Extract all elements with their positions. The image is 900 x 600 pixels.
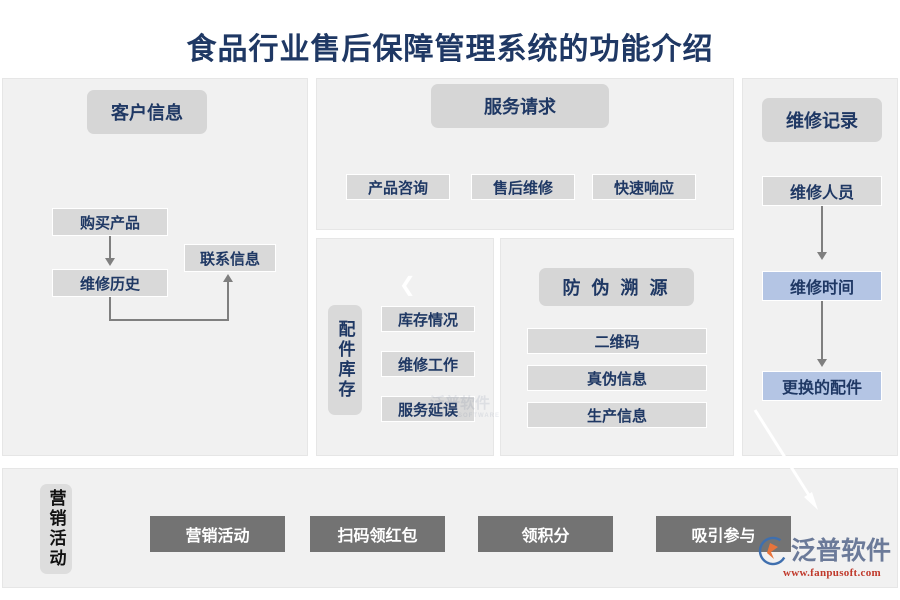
repair-record-header[interactable]: 维修记录 bbox=[762, 98, 882, 142]
brand-logo-text: 泛普软件 bbox=[791, 536, 892, 565]
marketing-item-campaign[interactable]: 营销活动 bbox=[150, 516, 285, 552]
marketing-item-scan-red-packet[interactable]: 扫码领红包 bbox=[310, 516, 445, 552]
service-item-quick-response[interactable]: 快速响应 bbox=[592, 174, 696, 200]
repair-node-replaced-parts[interactable]: 更换的配件 bbox=[762, 371, 882, 401]
service-item-after-sales-repair[interactable]: 售后维修 bbox=[471, 174, 575, 200]
node-repair-history[interactable]: 维修历史 bbox=[52, 269, 168, 297]
marketing-item-collect-points[interactable]: 领积分 bbox=[478, 516, 613, 552]
brand-logo-url: www.fanpusoft.com bbox=[783, 567, 881, 579]
page-title: 食品行业售后保障管理系统的功能介绍 bbox=[186, 33, 714, 66]
traceability-item-production-info[interactable]: 生产信息 bbox=[527, 402, 707, 428]
connector-technician-to-time bbox=[821, 206, 823, 254]
traceability-header[interactable]: 防 伪 溯 源 bbox=[539, 268, 694, 306]
inventory-item-stock-status[interactable]: 库存情况 bbox=[381, 306, 475, 332]
customer-info-header[interactable]: 客户信息 bbox=[87, 90, 207, 134]
collapse-caret-icon[interactable]: ❮ bbox=[399, 274, 416, 296]
connector-history-across bbox=[109, 319, 229, 321]
arrowhead-up-to-contact bbox=[223, 274, 233, 282]
node-contact-info[interactable]: 联系信息 bbox=[184, 244, 276, 272]
arrowhead-purchase-to-history bbox=[105, 258, 115, 266]
connector-history-down bbox=[109, 297, 111, 321]
repair-node-technician[interactable]: 维修人员 bbox=[762, 176, 882, 206]
inventory-item-service-delay[interactable]: 服务延误 bbox=[381, 396, 475, 422]
repair-node-repair-time[interactable]: 维修时间 bbox=[762, 271, 882, 301]
connector-purchase-to-history bbox=[109, 236, 111, 260]
marketing-item-attract-participation[interactable]: 吸引参与 bbox=[656, 516, 791, 552]
node-purchase-product[interactable]: 购买产品 bbox=[52, 208, 168, 236]
connector-time-to-parts bbox=[821, 301, 823, 361]
service-item-product-consult[interactable]: 产品咨询 bbox=[346, 174, 450, 200]
brand-logo: 泛普软件 bbox=[758, 536, 891, 566]
fanpu-logo-icon bbox=[758, 536, 788, 566]
traceability-item-qr-code[interactable]: 二维码 bbox=[527, 328, 707, 354]
parts-inventory-header[interactable]: 配件库存 bbox=[328, 305, 362, 415]
arrowhead-technician-to-time bbox=[817, 252, 827, 260]
inventory-item-repair-work[interactable]: 维修工作 bbox=[381, 351, 475, 377]
service-request-header[interactable]: 服务请求 bbox=[431, 84, 609, 128]
arrowhead-time-to-parts bbox=[817, 359, 827, 367]
connector-up-to-contact bbox=[227, 282, 229, 321]
marketing-header[interactable]: 营销活动 bbox=[40, 484, 72, 574]
traceability-item-authenticity[interactable]: 真伪信息 bbox=[527, 365, 707, 391]
